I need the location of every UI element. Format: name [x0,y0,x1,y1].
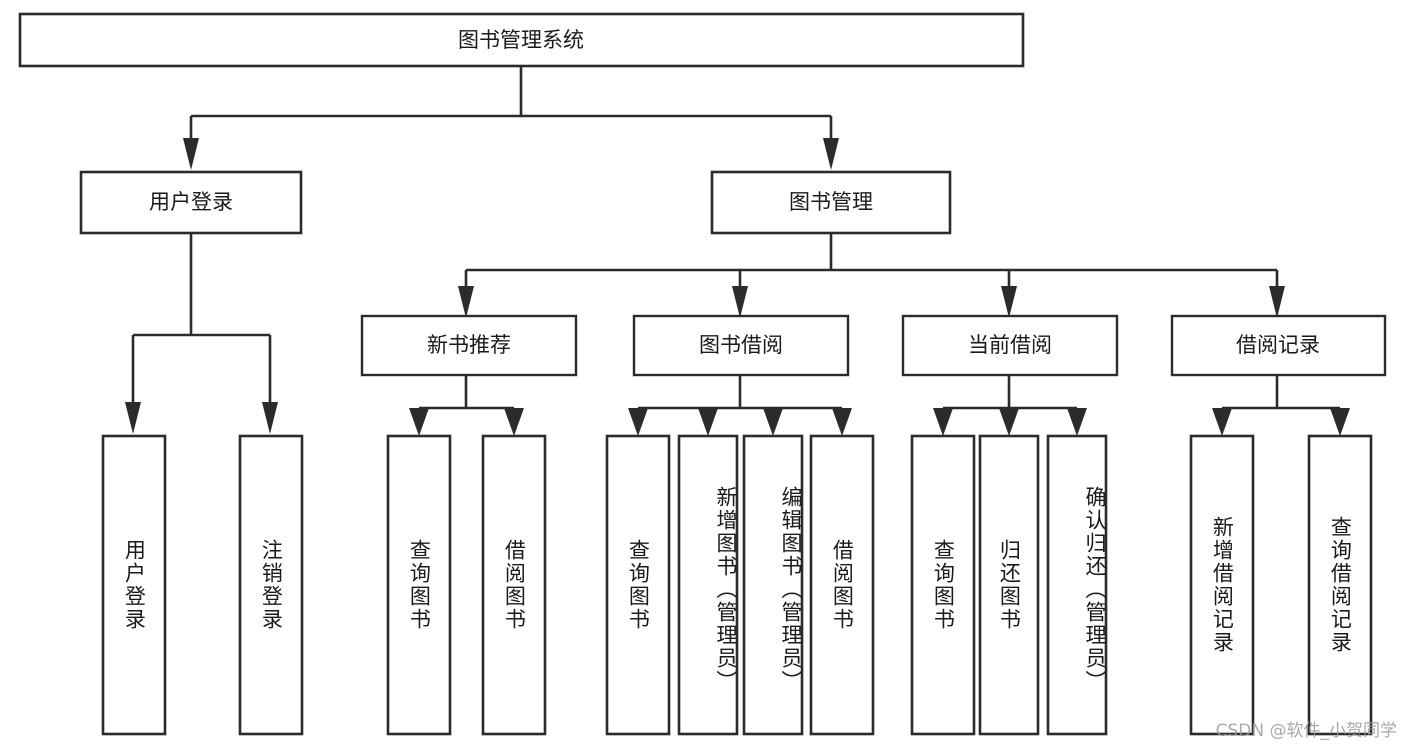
node-user-login-label: 用户登录 [149,190,233,214]
leaf-borrow-book-1-box[interactable] [481,434,547,736]
node-borrow-record-box[interactable] [1170,314,1387,377]
leaf-edit-book-box[interactable] [742,434,804,736]
arrowhead-leaf-user-login [125,402,141,434]
leaf-add-record-box[interactable] [1189,434,1255,736]
connector-group-user-login-children [125,233,278,434]
node-book-management-box[interactable] [710,170,952,235]
arrowhead-new-book-recommend [458,286,474,318]
csdn-watermark: CSDN @软件_小贺同学 [1215,721,1397,741]
node-book-management-label: 图书管理 [789,190,873,214]
arrowhead-leaf-query-record [1330,408,1350,436]
arrowhead-leaf-return-book [999,408,1019,436]
arrowhead-borrow-record [1269,286,1285,318]
arrowhead-book-management [823,138,839,170]
node-book-borrow-label: 图书借阅 [699,333,783,357]
node-root-label: 图书管理系统 [458,28,584,52]
leaf-boxes [101,434,1373,736]
connector-group-root-to-level2 [183,66,839,170]
node-user-login[interactable]: 用户登录 [79,170,303,235]
leaf-query-book-2-box[interactable] [605,434,671,736]
leaf-query-book-1-box[interactable] [386,434,452,736]
arrowhead-leaf-borrow-book-2 [832,408,852,436]
node-borrow-record-label: 借阅记录 [1236,333,1320,357]
arrowhead-leaf-add-book [698,408,718,436]
node-user-login-box[interactable] [79,170,303,235]
node-borrow-record[interactable]: 借阅记录 [1170,314,1387,377]
leaf-confirm-return-box[interactable] [1046,434,1108,736]
arrowhead-user-login [183,138,199,170]
arrowhead-leaf-logout-login [262,402,278,434]
arrowhead-leaf-query-book-2 [628,408,648,436]
leaf-query-book-3-box[interactable] [910,434,976,736]
arrowhead-book-borrow [732,286,748,318]
node-current-borrow-box[interactable] [901,314,1119,377]
node-new-book-recommend-label: 新书推荐 [427,333,511,357]
leaf-logout-login-box[interactable] [238,434,304,736]
arrowhead-current-borrow [1001,286,1017,318]
node-root-box[interactable] [18,12,1025,68]
connector-group-borrow-record-children [1212,375,1350,436]
node-book-management[interactable]: 图书管理 [710,170,952,235]
arrowhead-leaf-confirm-return [1067,408,1087,436]
node-new-book-recommend-box[interactable] [360,314,578,377]
arrowhead-leaf-query-book-1 [409,408,429,436]
arrowhead-leaf-add-record [1212,408,1232,436]
leaf-user-login-box[interactable] [101,434,167,736]
connector-group-new-book-recommend-children [409,375,524,436]
node-book-borrow[interactable]: 图书借阅 [632,314,850,377]
arrowhead-leaf-borrow-book-1 [504,408,524,436]
connector-group-book-management-children [458,233,1285,318]
arrowhead-leaf-query-book-3 [933,408,953,436]
leaf-borrow-book-2-box[interactable] [809,434,875,736]
node-book-borrow-box[interactable] [632,314,850,377]
leaf-add-book-box[interactable] [677,434,739,736]
node-current-borrow[interactable]: 当前借阅 [901,314,1119,377]
node-new-book-recommend[interactable]: 新书推荐 [360,314,578,377]
connector-group-book-borrow-children [628,375,852,436]
connector-group-current-borrow-children [933,375,1087,436]
arrowhead-leaf-edit-book [763,408,783,436]
leaf-return-book-box[interactable] [978,434,1040,736]
leaf-query-record-box[interactable] [1307,434,1373,736]
node-current-borrow-label: 当前借阅 [968,333,1052,357]
node-root[interactable]: 图书管理系统 [18,12,1025,68]
